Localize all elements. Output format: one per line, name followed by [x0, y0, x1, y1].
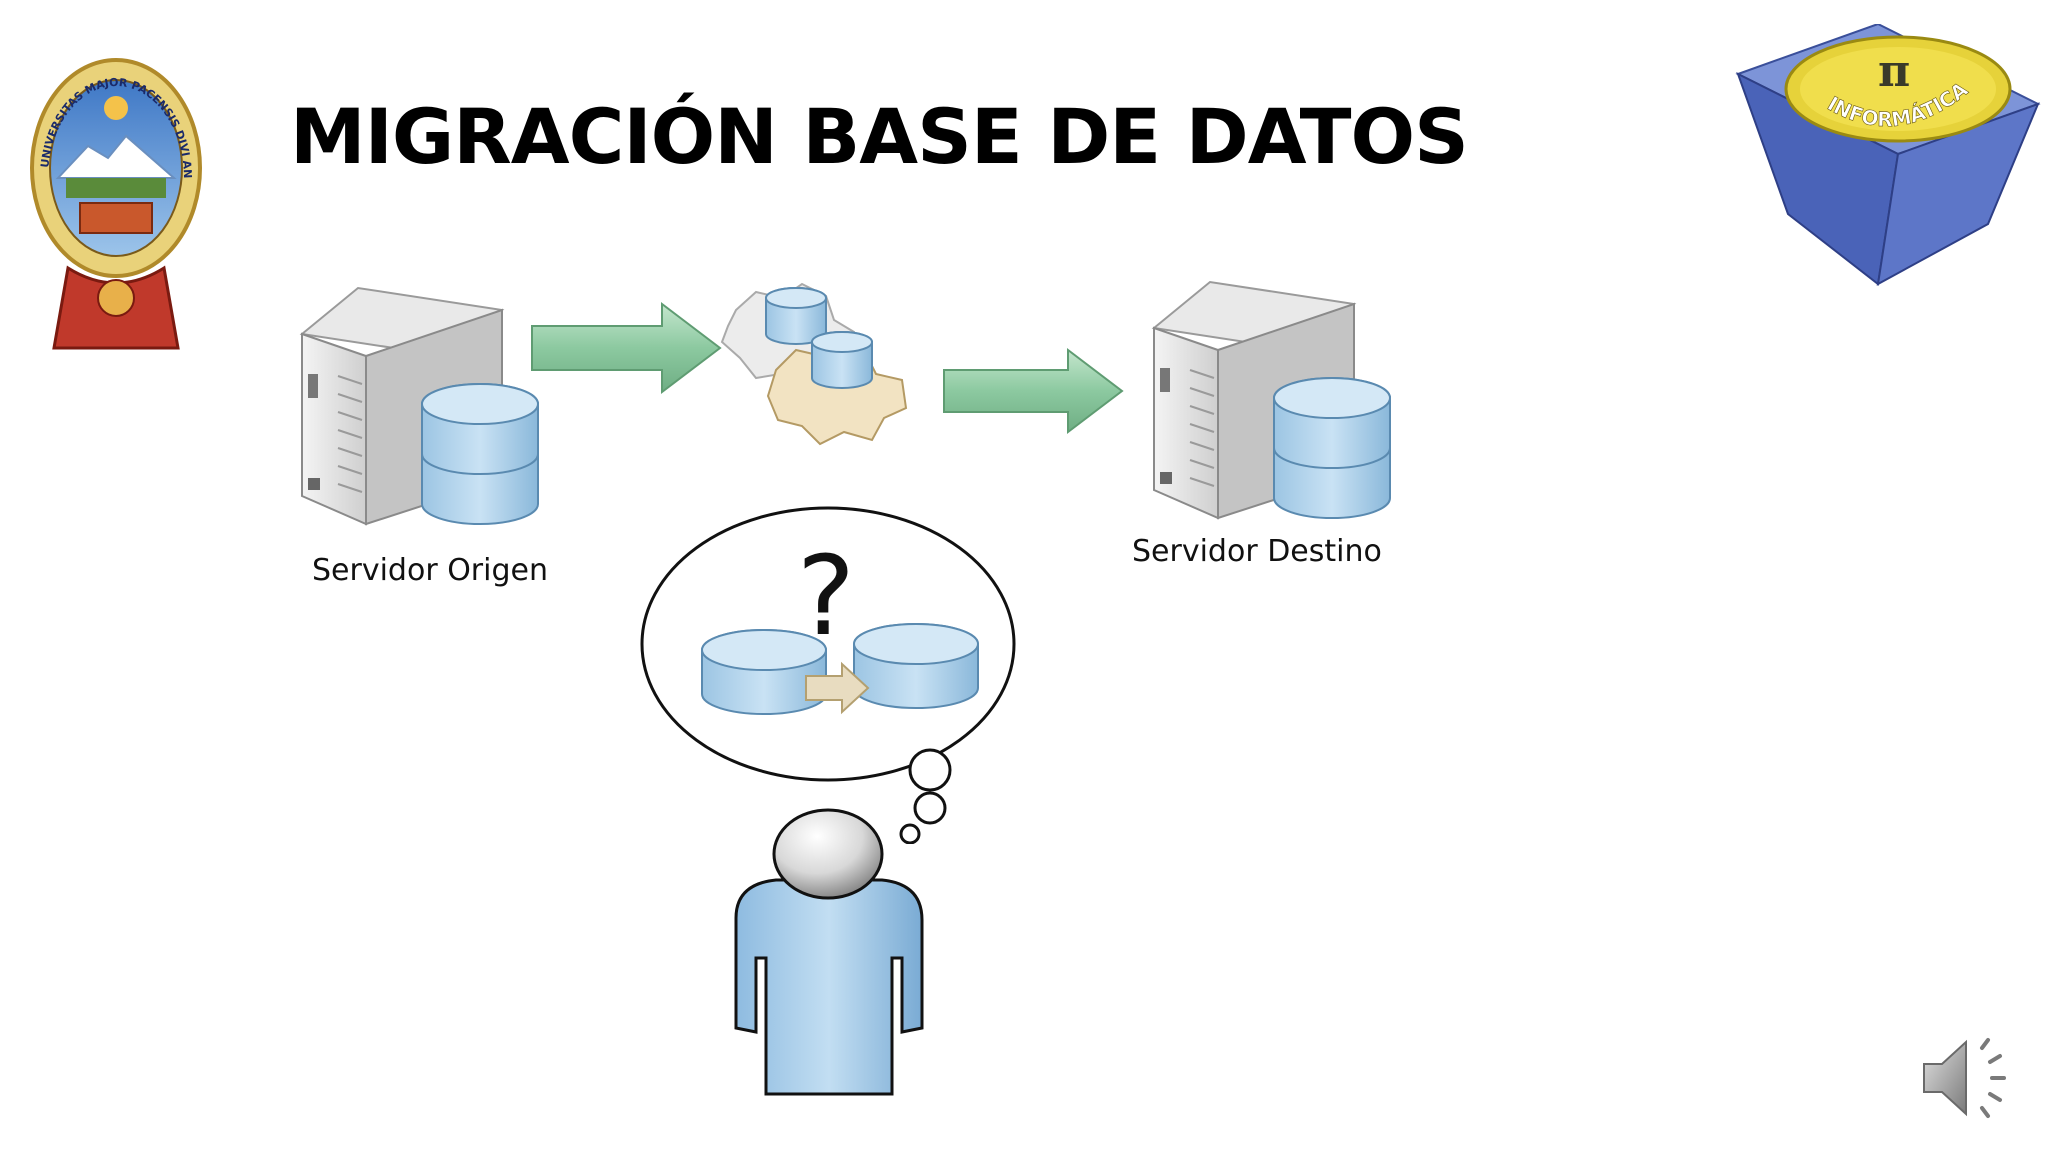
migration-arrow-2	[943, 347, 1124, 435]
university-seal-icon: UNIVERSITAS MAJOR PACENSIS DIVI ANDREAE	[28, 28, 202, 350]
source-server-icon	[299, 286, 539, 526]
svg-text:π: π	[1878, 46, 1910, 97]
informatica-cube-icon: π INFORMÁTICA	[1735, 24, 2041, 286]
migration-arrow-1	[531, 301, 722, 395]
person-icon	[734, 808, 924, 1096]
target-server-icon	[1151, 280, 1391, 520]
source-server-label: Servidor Origen	[312, 553, 548, 588]
migration-process-gears-icon	[720, 282, 908, 446]
thought-bubble: ?	[640, 506, 1016, 844]
page-title: MIGRACIÓN BASE DE DATOS	[290, 92, 1469, 181]
speaker-audio-icon[interactable]	[1920, 1028, 2020, 1128]
target-server-label: Servidor Destino	[1132, 534, 1382, 569]
